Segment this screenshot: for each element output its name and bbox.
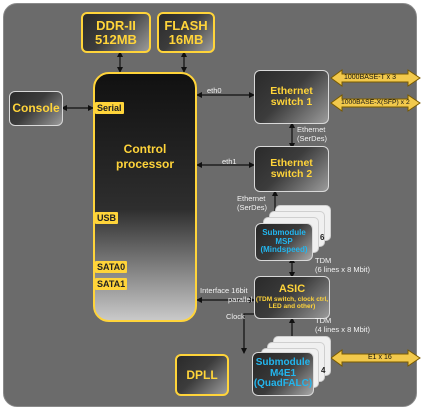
console-label: Console bbox=[12, 101, 60, 116]
tdm1-label-1: TDM bbox=[315, 256, 332, 265]
dpll-label: DPLL bbox=[186, 367, 218, 382]
interface-label: Interface 16bit parallel bbox=[200, 286, 253, 304]
clock-label: Clock bbox=[226, 312, 245, 321]
ddr-label-1: DDR-II bbox=[96, 17, 136, 33]
msp-count: 6 bbox=[320, 233, 325, 242]
eth-switch-2-label-1: Ethernet bbox=[270, 156, 313, 169]
board-background bbox=[3, 3, 417, 407]
ext-1000base-t-label: 1000BASE-T x 3 bbox=[344, 74, 397, 81]
eth-t-arrow bbox=[330, 69, 421, 87]
eth-switch-2-label-2: switch 2 bbox=[270, 168, 313, 180]
cpu-title: Control processor bbox=[95, 142, 195, 172]
usb-port: USB bbox=[95, 212, 119, 224]
tdm1-label: TDM (6 lines x 8 Mbit) bbox=[315, 256, 371, 274]
flash-label-1: FLASH bbox=[164, 17, 208, 33]
asic-block: ASIC (TDM switch, clock ctrl, LED and ot… bbox=[254, 276, 330, 319]
serdes1-label: Ethernet (SerDes) bbox=[297, 125, 328, 143]
flash-label-2: 16MB bbox=[168, 31, 204, 47]
m4e1-label-3: (QuadFALC) bbox=[253, 378, 313, 390]
eth0-label: eth0 bbox=[207, 86, 222, 95]
submodule-msp: Submodule MSP (Mindspeed) bbox=[255, 223, 313, 261]
serdes1-label-2: (SerDes) bbox=[297, 133, 328, 143]
msp-label-1: Submodule bbox=[262, 228, 306, 238]
ethernet-switch-1: Ethernet switch 1 bbox=[254, 70, 329, 124]
eth-switch-1-label-1: Ethernet bbox=[270, 84, 313, 97]
interface-label-2: parallel bbox=[228, 294, 253, 304]
e1-arrow bbox=[330, 349, 421, 367]
interface-label-1: Interface 16bit bbox=[200, 286, 248, 295]
console-block: Console bbox=[9, 91, 63, 126]
serdes2-label-2: (SerDes) bbox=[237, 202, 268, 212]
ext-1000base-x-label: 1000BASE-X(SFP) x 2 bbox=[341, 99, 410, 106]
flash-block: FLASH 16MB bbox=[157, 12, 215, 53]
tdm2-label-1: TDM bbox=[315, 316, 332, 325]
msp-label-2: MSP bbox=[275, 236, 293, 246]
dpll-block: DPLL bbox=[175, 354, 229, 396]
submodule-m4e1: Submodule M4E1 (QuadFALC) bbox=[252, 352, 314, 396]
sata0-port: SATA0 bbox=[95, 261, 128, 273]
cpu-title-1: Control bbox=[123, 142, 167, 156]
ddr-label-2: 512MB bbox=[95, 31, 137, 47]
asic-title: ASIC bbox=[278, 282, 306, 295]
serdes2-label-1: Ethernet bbox=[237, 194, 266, 203]
serdes1-label-1: Ethernet bbox=[297, 125, 326, 134]
m4e1-count: 4 bbox=[321, 366, 326, 375]
asic-subtitle-1: (TDM switch, clock ctrl, bbox=[255, 296, 329, 304]
eth1-label: eth1 bbox=[222, 157, 237, 166]
serdes2-label: Ethernet (SerDes) bbox=[237, 194, 268, 212]
eth-x-arrow bbox=[330, 94, 421, 112]
cpu-title-2: processor bbox=[115, 157, 175, 171]
sata1-port: SATA1 bbox=[95, 278, 128, 290]
clock-link bbox=[241, 313, 254, 354]
ddr-block: DDR-II 512MB bbox=[81, 12, 151, 53]
tdm2-label: TDM (4 lines x 8 Mbit) bbox=[315, 316, 371, 334]
msp-label-3: (Mindspeed) bbox=[260, 245, 308, 255]
ethernet-switch-2: Ethernet switch 2 bbox=[254, 146, 329, 192]
m4e1-label-2: M4E1 bbox=[269, 367, 297, 379]
tdm2-label-2: (4 lines x 8 Mbit) bbox=[315, 324, 371, 334]
asic-subtitle-2: LED and other) bbox=[268, 303, 316, 311]
eth-switch-1-label-2: switch 1 bbox=[270, 96, 313, 108]
m4e1-label-1: Submodule bbox=[255, 357, 311, 369]
ext-e1-label: E1 x 16 bbox=[368, 354, 392, 361]
tdm1-label-2: (6 lines x 8 Mbit) bbox=[315, 264, 371, 274]
serial-port: Serial bbox=[95, 102, 124, 114]
